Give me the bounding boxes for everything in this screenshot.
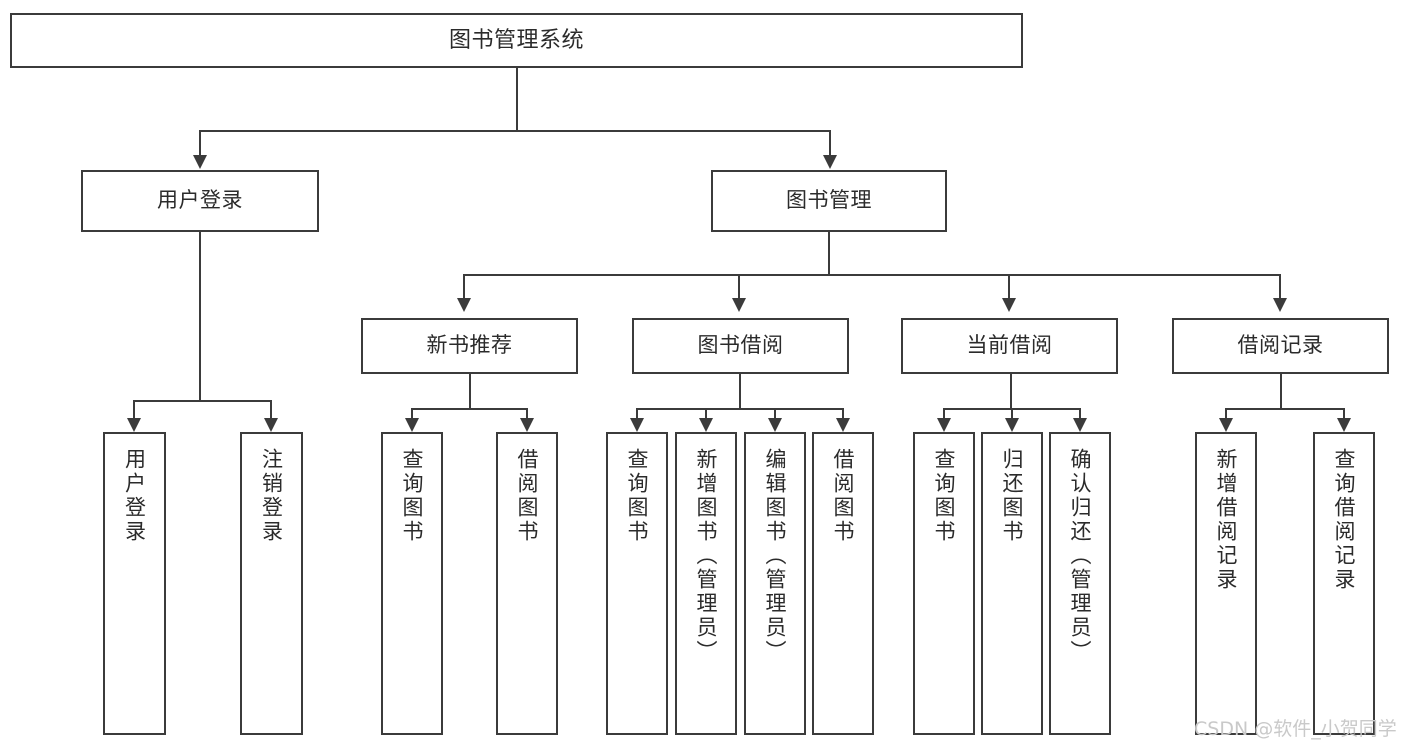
leaf-cb-confirm-return-admin[interactable]: 确认归还（管理员） [1049,432,1111,735]
node-label: 图书借阅 [697,333,784,358]
arrowhead-current-borrow [1002,298,1016,312]
arrowhead-leaf-logout [264,418,278,432]
node-book-borrow[interactable]: 图书借阅 [632,318,849,374]
leaf-logout[interactable]: 注销登录 [240,432,303,735]
leaf-cb-return-book[interactable]: 归还图书 [981,432,1043,735]
edge-bb-drop-2 [705,408,707,422]
leaf-bb-edit-book-admin[interactable]: 编辑图书（管理员） [744,432,806,735]
edge-root-to-book-management [829,130,831,160]
edge-nbr-stem [469,374,471,408]
leaf-bb-query-book[interactable]: 查询图书 [606,432,668,735]
node-label: 编辑图书（管理员） [763,448,788,664]
leaf-bb-borrow-book[interactable]: 借阅图书 [812,432,874,735]
arrowhead-bb-leaf-4 [836,418,850,432]
arrowhead-bb-leaf-2 [699,418,713,432]
leaf-nbr-borrow-book[interactable]: 借阅图书 [496,432,558,735]
arrowhead-book-borrow [732,298,746,312]
node-label: 图书管理 [786,188,872,213]
arrowhead-nbr-leaf-1 [405,418,419,432]
node-label: 借阅记录 [1237,333,1324,358]
edge-cb-drop-1 [943,408,945,422]
arrowhead-br-leaf-2 [1337,418,1351,432]
node-borrow-record[interactable]: 借阅记录 [1172,318,1389,374]
edge-bm-drop-4 [1279,274,1281,302]
edge-bb-drop-1 [636,408,638,422]
edge-bb-drop-3 [774,408,776,422]
node-label: 借阅图书 [515,448,540,544]
arrowhead-cb-leaf-2 [1005,418,1019,432]
edge-book-management-bus [463,274,1280,276]
arrowhead-book-management [823,155,837,169]
arrowhead-bb-leaf-3 [768,418,782,432]
edge-cb-drop-2 [1011,408,1013,422]
edge-bb-bus [636,408,843,410]
edge-user-login-drop-2 [270,400,272,422]
node-label: 新书推荐 [426,333,513,358]
leaf-br-add-record[interactable]: 新增借阅记录 [1195,432,1257,735]
arrowhead-bb-leaf-1 [630,418,644,432]
edge-br-bus [1225,408,1344,410]
edge-bb-drop-4 [842,408,844,422]
edge-nbr-drop-1 [411,408,413,422]
edge-cb-stem [1010,374,1012,408]
edge-root-stem [516,68,518,130]
leaf-user-login[interactable]: 用户登录 [103,432,166,735]
edge-br-stem [1280,374,1282,408]
edge-user-login-drop-1 [133,400,135,422]
edge-user-login-bus [133,400,271,402]
arrowhead-br-leaf-1 [1219,418,1233,432]
arrowhead-cb-leaf-3 [1073,418,1087,432]
edge-bm-drop-1 [463,274,465,302]
node-label: 查询图书 [400,448,425,544]
node-label: 借阅图书 [831,448,856,544]
leaf-nbr-query-book[interactable]: 查询图书 [381,432,443,735]
edge-br-drop-1 [1225,408,1227,422]
node-label: 注销登录 [259,448,284,544]
edge-bm-drop-3 [1008,274,1010,302]
edge-nbr-drop-2 [526,408,528,422]
node-new-book-recommend[interactable]: 新书推荐 [361,318,578,374]
node-label: 查询图书 [625,448,650,544]
arrowhead-new-book-recommend [457,298,471,312]
node-user-login[interactable]: 用户登录 [81,170,319,232]
edge-br-drop-2 [1343,408,1345,422]
node-label: 归还图书 [1000,448,1025,544]
leaf-cb-query-book[interactable]: 查询图书 [913,432,975,735]
node-label: 用户登录 [122,448,147,544]
node-label: 新增借阅记录 [1214,448,1239,592]
edge-bm-drop-2 [738,274,740,302]
edge-bb-stem [739,374,741,408]
arrowhead-cb-leaf-1 [937,418,951,432]
edge-cb-drop-3 [1079,408,1081,422]
edge-root-bus [199,130,831,132]
node-label: 确认归还（管理员） [1068,448,1093,664]
node-book-management[interactable]: 图书管理 [711,170,947,232]
arrowhead-user-login [193,155,207,169]
node-current-borrow[interactable]: 当前借阅 [901,318,1118,374]
edge-root-to-user-login [199,130,201,160]
csdn-watermark: CSDN @软件_小贺同学 [1194,718,1397,740]
arrowhead-borrow-record [1273,298,1287,312]
edge-nbr-bus [411,408,527,410]
node-label: 新增图书（管理员） [694,448,719,664]
leaf-bb-add-book-admin[interactable]: 新增图书（管理员） [675,432,737,735]
edge-book-management-stem [828,232,830,274]
arrowhead-leaf-user-login [127,418,141,432]
node-label: 查询借阅记录 [1332,448,1357,592]
edge-user-login-stem [199,232,201,400]
node-label: 用户登录 [157,188,243,213]
arrowhead-nbr-leaf-2 [520,418,534,432]
node-label: 查询图书 [932,448,957,544]
leaf-br-query-record[interactable]: 查询借阅记录 [1313,432,1375,735]
node-label: 当前借阅 [966,333,1053,358]
node-label: 图书管理系统 [448,27,584,53]
node-root-book-management-system[interactable]: 图书管理系统 [10,13,1023,68]
